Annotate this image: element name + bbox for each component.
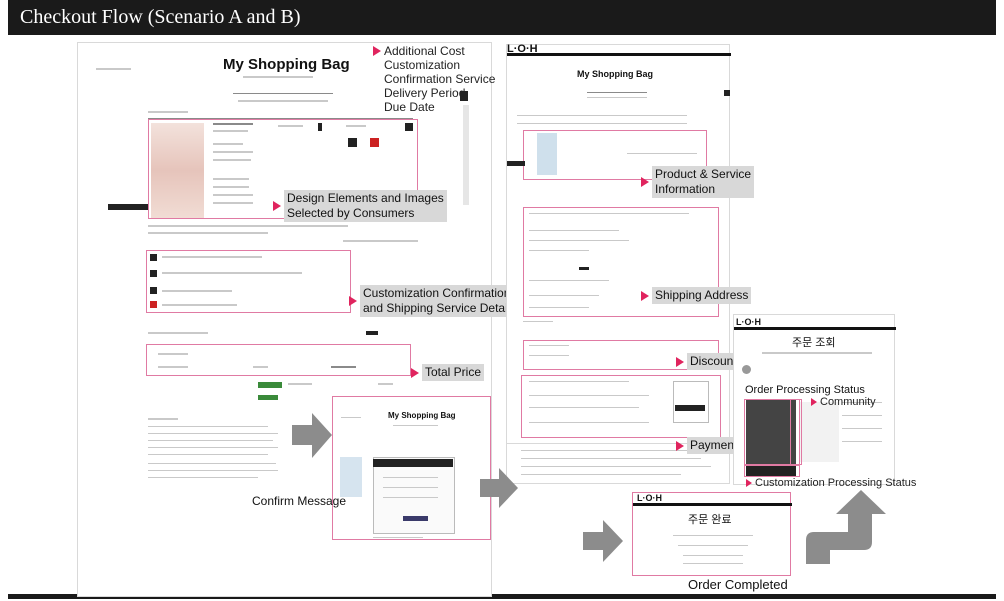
logo-order-complete: L·O·H bbox=[637, 493, 662, 503]
label-discount: Discount bbox=[687, 353, 740, 370]
shipping-address-frame bbox=[523, 207, 719, 317]
label-customization-confirmation: Customization Confirmation bbox=[363, 286, 511, 300]
label-community: Community bbox=[820, 396, 876, 408]
arrow-right-icon bbox=[292, 413, 332, 458]
order-complete-title: 주문 완료 bbox=[688, 514, 732, 526]
callout-total-price: Total Price bbox=[411, 364, 485, 381]
screen-confirm-message: My Shopping Bag bbox=[332, 396, 491, 540]
label-selected-by-consumers: Selected by Consumers bbox=[287, 206, 415, 220]
logo: L·O·H bbox=[507, 43, 538, 55]
callout-customization-processing: Customization Processing Status bbox=[746, 477, 916, 489]
label-order-processing-status: Order Processing Status bbox=[745, 384, 865, 396]
screen-order-lookup: L·O·H 주문 조회 bbox=[733, 314, 896, 485]
label-confirm-message: Confirm Message bbox=[252, 494, 347, 508]
bag-title: My Shopping Bag bbox=[223, 56, 350, 73]
total-price-frame bbox=[146, 344, 411, 376]
callout-additional-cost: Additional Cost Customization Confirmati… bbox=[373, 44, 495, 114]
label-payments: Payments bbox=[687, 437, 747, 454]
label-confirmation-service: Confirmation Service bbox=[384, 72, 496, 86]
order-lookup-title: 주문 조회 bbox=[792, 337, 836, 349]
label-customization-processing-status: Customization Processing Status bbox=[755, 477, 917, 489]
checkout-bag-title: My Shopping Bag bbox=[577, 69, 653, 79]
arrow-right-icon bbox=[583, 520, 623, 562]
label-delivery-period: Delivery Period bbox=[384, 86, 466, 100]
diagram-title: Checkout Flow (Scenario A and B) bbox=[8, 0, 996, 35]
label-due-date: Due Date bbox=[384, 100, 435, 114]
logo-order-lookup: L·O·H bbox=[736, 317, 761, 327]
callout-community: Community bbox=[811, 396, 876, 408]
label-product-service: Product & Service bbox=[655, 167, 752, 181]
customization-processing-frame bbox=[744, 465, 800, 477]
callout-product-service: Product & Service Information bbox=[641, 166, 755, 198]
payments-frame bbox=[521, 375, 721, 438]
label-customization: Customization bbox=[384, 58, 461, 72]
arrow-right-icon bbox=[480, 468, 518, 508]
screen-checkout-details: L·O·H My Shopping Bag bbox=[506, 43, 731, 444]
callout-design-elements: Design Elements and Images Selected by C… bbox=[273, 190, 447, 222]
screen-order-completed: L·O·H 주문 완료 bbox=[632, 492, 792, 576]
garment-image bbox=[151, 123, 204, 218]
bottom-rule bbox=[8, 594, 996, 599]
confirm-bag-title: My Shopping Bag bbox=[388, 411, 456, 420]
callout-customization-confirmation: Customization Confirmation and Shipping … bbox=[349, 285, 514, 317]
arrow-up-turn-icon bbox=[806, 490, 886, 564]
label-total-price: Total Price bbox=[422, 364, 485, 381]
product-row-frame bbox=[148, 119, 418, 219]
label-shipping-service-detail: and Shipping Service Detail bbox=[363, 301, 511, 315]
product-info-frame bbox=[523, 130, 707, 180]
community-frame bbox=[790, 399, 802, 465]
callout-payments: Payments bbox=[676, 437, 747, 454]
label-information: Information bbox=[655, 182, 716, 196]
label-additional-cost: Additional Cost bbox=[384, 44, 465, 58]
label-design-elements: Design Elements and Images bbox=[287, 191, 444, 205]
callout-shipping-address: Shipping Address bbox=[641, 287, 752, 304]
callout-discount: Discount bbox=[676, 353, 740, 370]
customization-detail-frame bbox=[146, 250, 351, 313]
order-processing-frame bbox=[744, 399, 800, 465]
label-shipping-address: Shipping Address bbox=[652, 287, 752, 304]
label-order-completed: Order Completed bbox=[688, 577, 788, 592]
